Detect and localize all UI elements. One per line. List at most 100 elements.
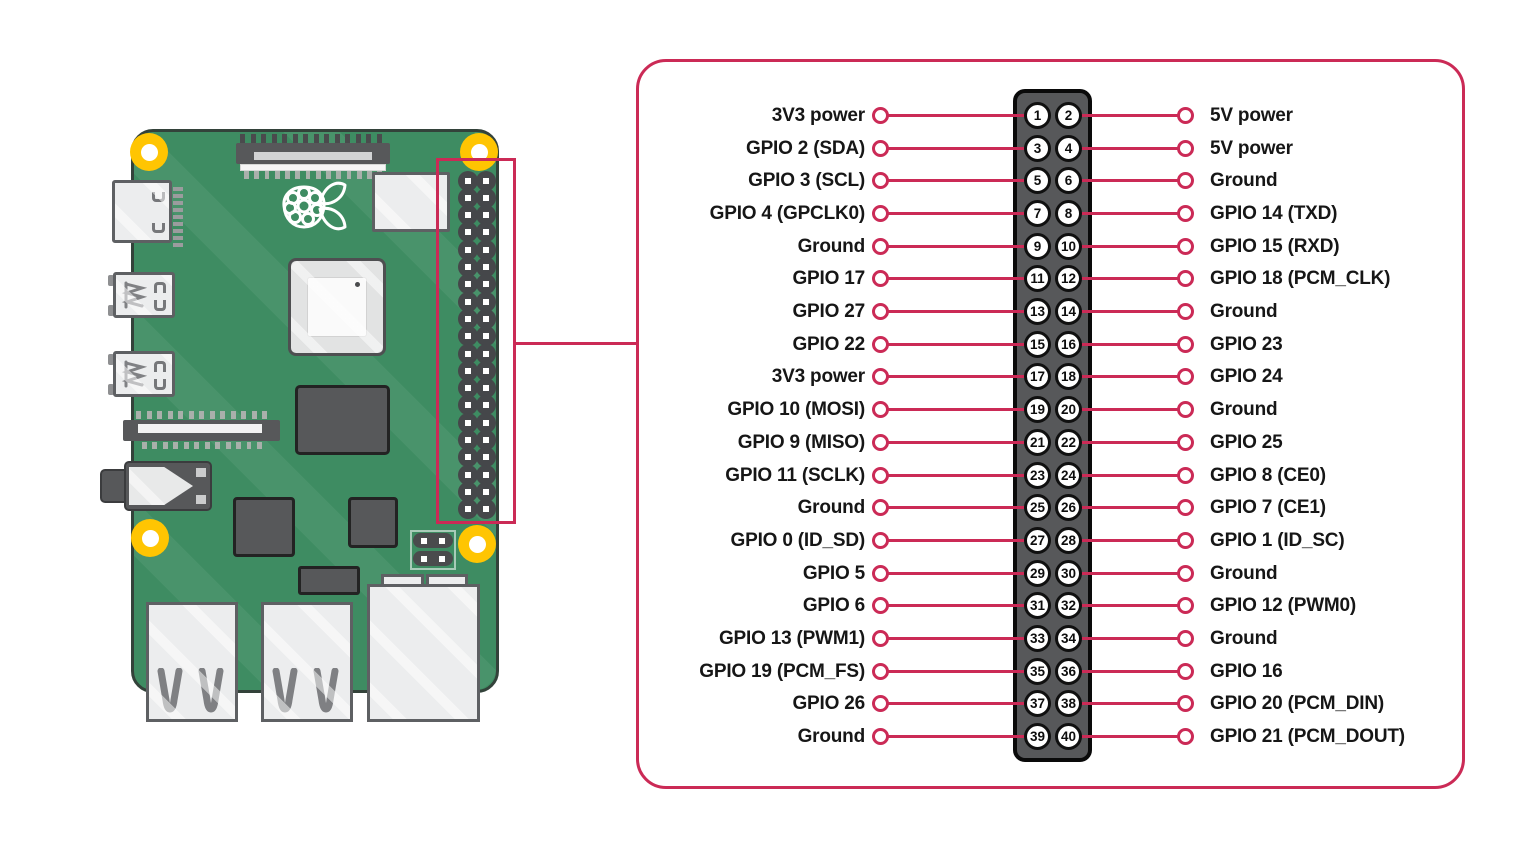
connector-tooth bbox=[244, 171, 249, 179]
pin-number-even: 40 bbox=[1055, 722, 1082, 750]
pin-rows: 3V3 power 1 2 5V power GPIO 2 (SDA) 3 4 … bbox=[639, 62, 1462, 786]
pin-row: Ground 25 26 GPIO 7 (CE1) bbox=[639, 491, 1462, 524]
display-connector-teeth-bottom bbox=[142, 442, 262, 449]
gpio-header-pin bbox=[458, 205, 478, 226]
pin-row: GPIO 26 37 38 GPIO 20 (PCM_DIN) bbox=[639, 687, 1462, 720]
pin-row: GPIO 0 (ID_SD) 27 28 GPIO 1 (ID_SC) bbox=[639, 524, 1462, 557]
hdmi-pin-mark bbox=[152, 192, 165, 202]
gpio-header-pin bbox=[476, 378, 496, 399]
wire-left bbox=[884, 310, 1027, 314]
connector-tooth bbox=[162, 442, 168, 449]
connector-tooth bbox=[215, 442, 221, 449]
pin-number-odd: 21 bbox=[1024, 428, 1051, 456]
connector-tooth bbox=[326, 171, 331, 179]
connector-tooth bbox=[262, 411, 267, 419]
pin-label-left: 3V3 power bbox=[771, 105, 865, 126]
ram-chip bbox=[295, 385, 390, 455]
pin-label-left: Ground bbox=[797, 235, 866, 257]
pin-number-even: 4 bbox=[1055, 134, 1082, 162]
pin-label-left: GPIO 6 bbox=[802, 595, 865, 617]
wire-left bbox=[884, 244, 1027, 248]
wire-right bbox=[1080, 604, 1179, 608]
wire-endpoint-right-icon bbox=[1177, 727, 1194, 745]
connector-tooth bbox=[204, 442, 210, 449]
wire-left bbox=[884, 473, 1027, 477]
connector-tooth bbox=[136, 411, 141, 419]
wire-endpoint-left-icon bbox=[872, 205, 889, 222]
wire-endpoint-left-icon bbox=[872, 727, 889, 745]
usb-port-icon bbox=[261, 602, 353, 722]
wire-right bbox=[1080, 212, 1179, 215]
connector-tooth bbox=[225, 442, 231, 449]
pin-row: GPIO 6 31 32 GPIO 12 (PWM0) bbox=[639, 589, 1462, 622]
pin-row: GPIO 27 13 14 Ground bbox=[639, 295, 1462, 328]
audio-jack-contact bbox=[196, 495, 206, 504]
connector-tooth bbox=[367, 171, 372, 179]
pin-label-left: GPIO 11 (SCLK) bbox=[725, 464, 865, 486]
pin-number-odd: 39 bbox=[1024, 722, 1051, 750]
pin-label-left: GPIO 4 (GPCLK0) bbox=[709, 203, 866, 224]
gpio-header-pin bbox=[476, 205, 496, 226]
wire-endpoint-right-icon bbox=[1177, 695, 1194, 713]
pin-label-left: Ground bbox=[797, 725, 866, 747]
pin-number-odd: 31 bbox=[1024, 592, 1051, 620]
display-connector-teeth-top bbox=[136, 411, 272, 419]
gpio-header-pin bbox=[476, 326, 496, 347]
gpio-header-pin bbox=[458, 360, 478, 381]
gpio-header-pin bbox=[476, 430, 496, 450]
wire-right bbox=[1080, 244, 1179, 248]
wire-left bbox=[884, 212, 1027, 215]
connector-tooth bbox=[183, 442, 189, 449]
connector-contact bbox=[154, 379, 166, 390]
wire-endpoint-right-icon bbox=[1177, 205, 1194, 222]
camera-connector-ribbon bbox=[240, 164, 386, 171]
connector-tooth bbox=[178, 411, 183, 419]
poe-header-row bbox=[413, 551, 453, 566]
wire-endpoint-right-icon bbox=[1177, 531, 1194, 549]
connector-stub bbox=[108, 275, 114, 286]
gpio-header-pin bbox=[476, 291, 496, 312]
wire-left bbox=[884, 277, 1027, 281]
pin-number-even: 14 bbox=[1055, 298, 1082, 326]
connector-tooth bbox=[199, 411, 204, 419]
pin-number-odd: 13 bbox=[1024, 298, 1051, 326]
pin-row: GPIO 13 (PWM1) 33 34 Ground bbox=[639, 622, 1462, 655]
connector-stub bbox=[108, 354, 114, 365]
pin-label-right: Ground bbox=[1210, 627, 1278, 649]
pin-label-right: GPIO 14 (TXD) bbox=[1210, 203, 1338, 224]
wire-endpoint-right-icon bbox=[1177, 564, 1194, 582]
wire-endpoint-left-icon bbox=[872, 695, 889, 713]
connector-tooth bbox=[194, 442, 200, 449]
wire-endpoint-left-icon bbox=[872, 139, 889, 157]
pin-number-odd: 11 bbox=[1024, 265, 1051, 293]
gpio-header-pin bbox=[476, 187, 496, 208]
pinout-panel: 3V3 power 1 2 5V power GPIO 2 (SDA) 3 4 … bbox=[636, 59, 1465, 789]
raspberry-logo-icon bbox=[282, 181, 347, 231]
gpio-header-pin bbox=[476, 360, 496, 381]
pin-label-right: Ground bbox=[1210, 170, 1278, 192]
gpio-header-pin bbox=[476, 257, 496, 277]
wire-endpoint-right-icon bbox=[1177, 172, 1194, 190]
wire-right bbox=[1080, 734, 1179, 738]
pin-label-left: GPIO 13 (PWM1) bbox=[718, 627, 865, 649]
wire-right bbox=[1080, 342, 1179, 346]
mounting-hole-top-right bbox=[460, 133, 498, 171]
hdmi-pin-mark bbox=[152, 223, 165, 233]
pin-label-left: GPIO 27 bbox=[792, 301, 865, 323]
soc-chip bbox=[288, 258, 386, 356]
pin-row: 3V3 power 17 18 GPIO 24 bbox=[639, 360, 1462, 393]
pin-number-odd: 17 bbox=[1024, 363, 1051, 391]
wire-endpoint-left-icon bbox=[872, 629, 889, 647]
pin-label-right: GPIO 16 bbox=[1210, 660, 1283, 682]
gpio-header-pin bbox=[476, 499, 496, 520]
connector-tooth bbox=[173, 442, 179, 449]
gpio-header-pin bbox=[458, 412, 478, 433]
pin-label-right: Ground bbox=[1210, 399, 1278, 421]
connector-tooth bbox=[366, 134, 371, 143]
pin-number-even: 16 bbox=[1055, 330, 1082, 358]
pin-label-right: GPIO 8 (CE0) bbox=[1210, 464, 1326, 486]
pin-number-even: 36 bbox=[1055, 657, 1082, 685]
wire-right bbox=[1080, 538, 1179, 542]
gpio-header-pin bbox=[476, 412, 496, 433]
wire-endpoint-left-icon bbox=[872, 107, 889, 124]
